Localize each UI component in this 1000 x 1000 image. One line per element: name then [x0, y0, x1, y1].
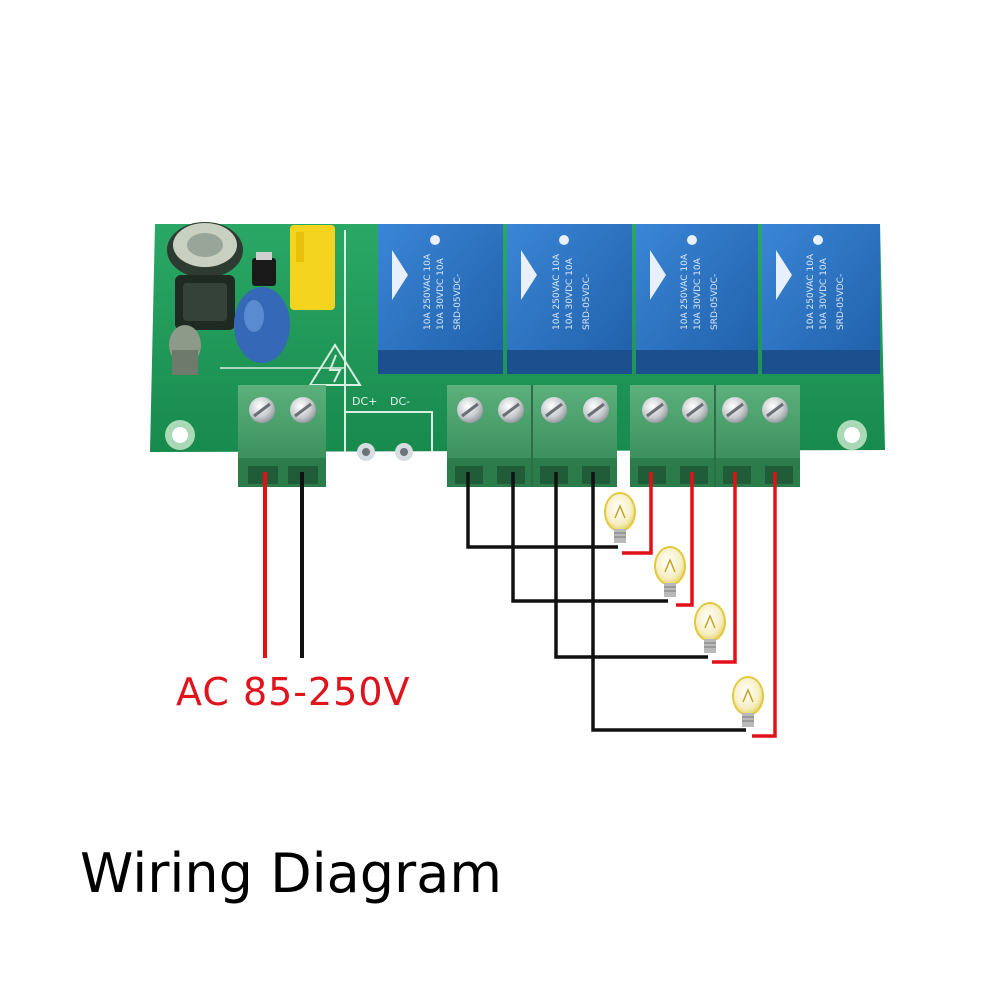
relay-text-c: SRD-05VDC-: [710, 274, 720, 330]
neutral-wire-3: [554, 472, 708, 659]
terminal-block-power: [238, 385, 326, 487]
screw-icon: [457, 397, 483, 423]
relay-4: 10A 250VAC 10A 10A 30VDC 10A SRD-05VDC-: [762, 224, 880, 374]
relay-text-c: SRD-05VDC-: [582, 274, 592, 330]
dc-plus-label: DC+: [352, 395, 377, 408]
bulb-icon: [694, 602, 726, 653]
silkscreen-outline: [344, 230, 433, 452]
relay-board: 10A 250VAC 10A 10A 30VDC 10A SRD-05VDC- …: [150, 222, 885, 461]
screw-icon: [541, 397, 567, 423]
relay-1: 10A 250VAC 10A 10A 30VDC 10A SRD-05VDC-: [378, 224, 503, 374]
screw-icon: [249, 397, 275, 423]
neutral-wire-2: [511, 472, 668, 603]
load-wires: [466, 472, 777, 738]
relay-logo-icon: [392, 250, 408, 300]
screw-icon: [722, 397, 748, 423]
high-voltage-warning-icon: [308, 343, 362, 386]
relay-logo-icon: [521, 250, 537, 300]
transformer: [175, 275, 235, 330]
terminal-block-relay-1-2: [447, 385, 617, 487]
screw-icon: [682, 397, 708, 423]
screw-icon: [498, 397, 524, 423]
relay-2: 10A 250VAC 10A 10A 30VDC 10A SRD-05VDC-: [507, 224, 632, 374]
relay-text-a: 10A 250VAC 10A: [806, 253, 816, 330]
supply-voltage-label: AC 85-250V: [176, 670, 411, 714]
bulb-icon: [654, 546, 686, 597]
screw-icon: [583, 397, 609, 423]
transistor: [252, 252, 276, 286]
relay-text-c: SRD-05VDC-: [836, 274, 846, 330]
inductor: [169, 325, 201, 375]
relay-logo-icon: [650, 250, 666, 300]
dc-pad-plus: [357, 443, 375, 461]
relay-3: 10A 250VAC 10A 10A 30VDC 10A SRD-05VDC-: [636, 224, 758, 374]
dc-minus-label: DC-: [390, 395, 410, 408]
bulb-icon: [732, 676, 764, 727]
screw-icon: [762, 397, 788, 423]
mounting-hole-right: [837, 420, 867, 450]
live-wire-1: [622, 472, 653, 555]
mounting-hole-left: [165, 420, 195, 450]
diagram-title: Wiring Diagram: [80, 842, 502, 905]
relay-text-b: 10A 30VDC 10A: [565, 257, 575, 330]
relay-logo-icon: [776, 250, 792, 300]
neutral-wire-4: [591, 472, 746, 732]
relay-text-b: 10A 30VDC 10A: [819, 257, 829, 330]
live-wire-2: [676, 472, 694, 607]
varistor: [234, 287, 290, 363]
screw-icon: [290, 397, 316, 423]
neutral-wire-1: [466, 472, 618, 549]
relay-text-a: 10A 250VAC 10A: [552, 253, 562, 330]
supply-wires: [263, 472, 304, 658]
live-wire-3: [712, 472, 737, 664]
relay-text-a: 10A 250VAC 10A: [680, 253, 690, 330]
dc-pad-minus: [395, 443, 413, 461]
relay-text-a: 10A 250VAC 10A: [423, 253, 433, 330]
relay-text-b: 10A 30VDC 10A: [436, 257, 446, 330]
x2-capacitor: [290, 225, 335, 310]
live-wire-4: [752, 472, 777, 738]
terminal-block-relay-3-4: [630, 385, 800, 487]
relay-text-c: SRD-05VDC-: [453, 274, 463, 330]
screw-icon: [642, 397, 668, 423]
relay-text-b: 10A 30VDC 10A: [693, 257, 703, 330]
electrolytic-capacitor: [167, 222, 243, 278]
bulb-icon: [604, 492, 636, 543]
